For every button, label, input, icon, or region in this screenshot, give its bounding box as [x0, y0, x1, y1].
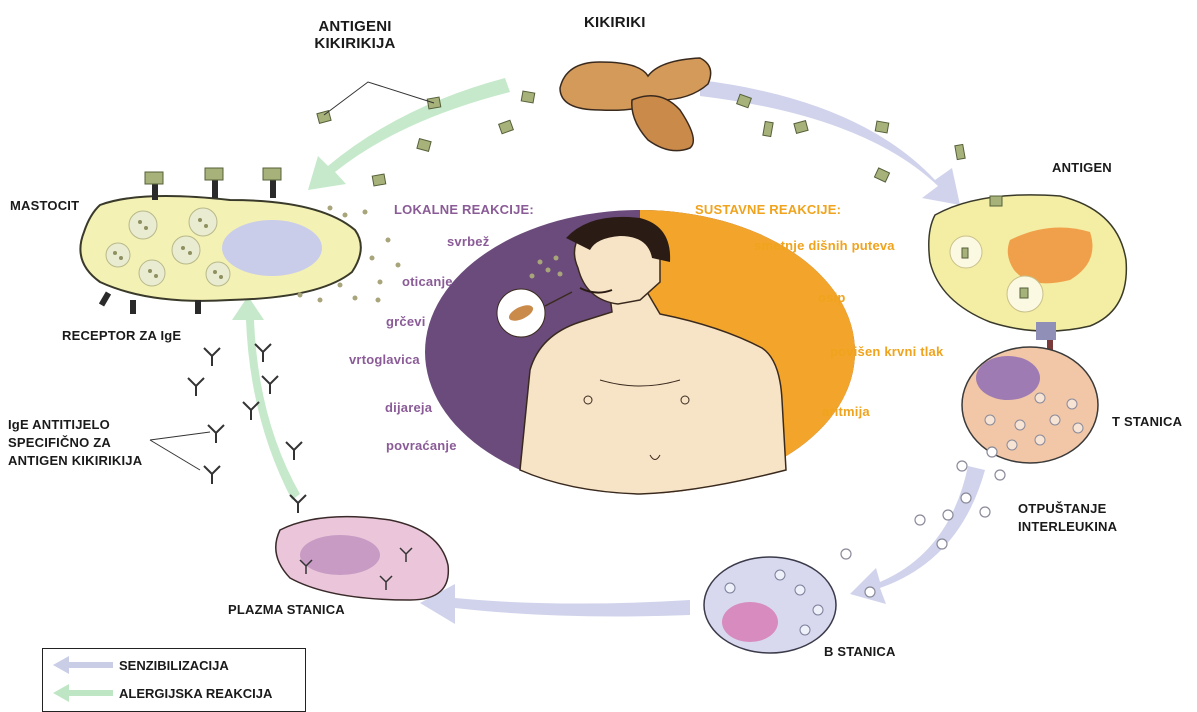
sustavne-item: osip	[818, 290, 846, 305]
sustavne-item: aritmija	[822, 404, 870, 419]
ige-antitijelo-label: IgE ANTITIJELO SPECIFIČNO ZA ANTIGEN KIK…	[8, 416, 142, 470]
ige-leader-lines	[150, 432, 210, 470]
arrow-ige-to-mastocyte	[232, 296, 300, 500]
sustavne-item: smetnje dišnih puteva	[754, 238, 895, 253]
legend-item-alergijska: ALERGIJSKA REAKCIJA	[43, 681, 305, 707]
mastocit-label: MASTOCIT	[10, 198, 79, 213]
arrow-t-to-b	[850, 466, 985, 604]
sustavne-title: SUSTAVNE REAKCIJE:	[695, 202, 841, 217]
legend: SENZIBILIZACIJA ALERGIJSKA REAKCIJA	[42, 648, 306, 712]
peanut-image	[560, 58, 711, 151]
lokalne-item: oticanje	[402, 274, 453, 289]
legend-label: ALERGIJSKA REAKCIJA	[119, 686, 272, 701]
legend-label: SENZIBILIZACIJA	[119, 658, 229, 673]
t-cell	[962, 340, 1098, 463]
kikiriki-label: KIKIRIKI	[584, 14, 646, 31]
antigen-presenting-cell	[929, 195, 1127, 340]
otpustanje-label: OTPUŠTANJE INTERLEUKINA	[1018, 500, 1117, 536]
arrow-b-to-plasma	[420, 584, 690, 624]
antigeni-kikirikija-label: ANTIGENI KIKIRIKIJA	[300, 18, 410, 52]
legend-item-senzibilizacija: SENZIBILIZACIJA	[43, 653, 305, 679]
lokalne-item: povraćanje	[386, 438, 457, 453]
receptor-label: RECEPTOR ZA IgE	[62, 328, 181, 343]
plasma-cell	[276, 517, 449, 600]
b-stanica-label: B STANICA	[824, 644, 896, 659]
b-cell	[704, 557, 836, 653]
lokalne-item: vrtoglavica	[349, 352, 420, 367]
lokalne-item: dijareja	[385, 400, 432, 415]
lokalne-item: grčevi	[386, 314, 426, 329]
antigen-label: ANTIGEN	[1052, 160, 1112, 175]
t-stanica-label: T STANICA	[1112, 414, 1182, 429]
lokalne-title: LOKALNE REAKCIJE:	[394, 202, 534, 217]
mastocyte-cell	[80, 168, 360, 314]
senzibilizacija-arrow-icon	[47, 653, 117, 677]
sustavne-item: povišen krvni tlak	[830, 344, 943, 359]
lokalne-item: svrbež	[447, 234, 489, 249]
alergijska-arrow-icon	[47, 681, 117, 705]
plazma-stanica-label: PLAZMA STANICA	[228, 602, 345, 617]
